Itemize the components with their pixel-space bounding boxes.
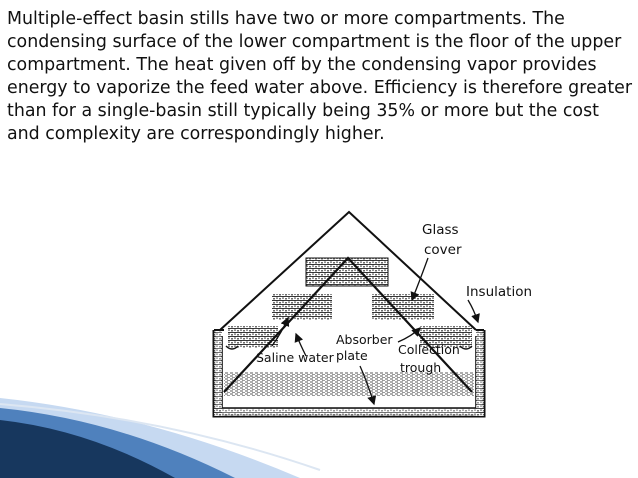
label-plate: plate <box>336 348 368 363</box>
outer-glass-cover <box>219 210 477 331</box>
label-insulation: Insulation <box>466 284 532 300</box>
inner-absorber-plate <box>223 256 473 393</box>
label-trough: trough <box>400 360 441 375</box>
basin-walls <box>212 329 486 418</box>
swoosh-highlight <box>0 403 321 471</box>
lower-basin-water <box>224 372 474 396</box>
label-absorber: Absorber <box>336 332 393 347</box>
collection-troughs <box>225 345 473 350</box>
label-cover: cover <box>424 242 462 258</box>
leader-lines <box>271 257 480 406</box>
swoosh-dark <box>0 420 175 478</box>
paragraph-text: have two or more compartments. The conde… <box>7 9 638 144</box>
lead-term: Multiple-effect basin stills <box>7 9 230 29</box>
label-collection: Collection <box>398 342 460 357</box>
label-glass: Glass <box>422 222 459 238</box>
body-paragraph: Multiple-effect basin stills have two or… <box>7 8 633 146</box>
label-saline-water: Saline water <box>256 350 335 365</box>
